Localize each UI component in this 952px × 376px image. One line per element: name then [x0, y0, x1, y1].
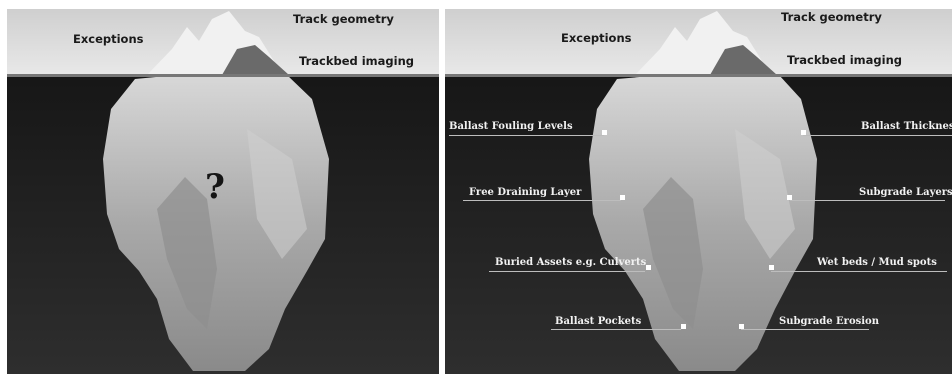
label-exceptions: Exceptions [73, 32, 144, 46]
callout-subgrade-erosion: Subgrade Erosion [779, 316, 879, 327]
leader-line [771, 271, 947, 272]
callout-ballast-pockets: Ballast Pockets [555, 316, 641, 327]
label-trackbed-imaging: Trackbed imaging [299, 54, 414, 68]
marker-dot [620, 195, 625, 200]
callout-buried-assets: Buried Assets e.g. Culverts [495, 257, 646, 268]
callout-free-draining-layer: Free Draining Layer [469, 187, 581, 198]
label-trackbed-imaging: Trackbed imaging [787, 53, 902, 67]
leader-line [489, 271, 645, 272]
marker-dot [801, 130, 806, 135]
marker-dot [602, 130, 607, 135]
waterline [445, 74, 952, 77]
leader-line [741, 329, 869, 330]
callout-ballast-fouling-levels: Ballast Fouling Levels [449, 121, 573, 132]
marker-dot [681, 324, 686, 329]
iceberg-panel-left: Track geometry Exceptions Trackbed imagi… [7, 9, 439, 374]
marker-dot [646, 265, 651, 270]
label-exceptions: Exceptions [561, 31, 632, 45]
leader-line [449, 135, 604, 136]
marker-dot [739, 324, 744, 329]
leader-line [463, 200, 621, 201]
leader-line [551, 329, 681, 330]
callout-ballast-thickness: Ballast Thickness [861, 121, 952, 132]
label-track-geometry: Track geometry [293, 12, 394, 26]
callout-subgrade-layers: Subgrade Layers [859, 187, 952, 198]
waterline [7, 74, 439, 77]
iceberg-panel-right: Track geometry Exceptions Trackbed imagi… [445, 9, 952, 374]
marker-dot [787, 195, 792, 200]
label-track-geometry: Track geometry [781, 10, 882, 24]
question-mark: ? [205, 167, 225, 207]
leader-line [803, 135, 952, 136]
marker-dot [769, 265, 774, 270]
leader-line [790, 200, 945, 201]
callout-wet-beds-mud-spots: Wet beds / Mud spots [817, 257, 937, 268]
